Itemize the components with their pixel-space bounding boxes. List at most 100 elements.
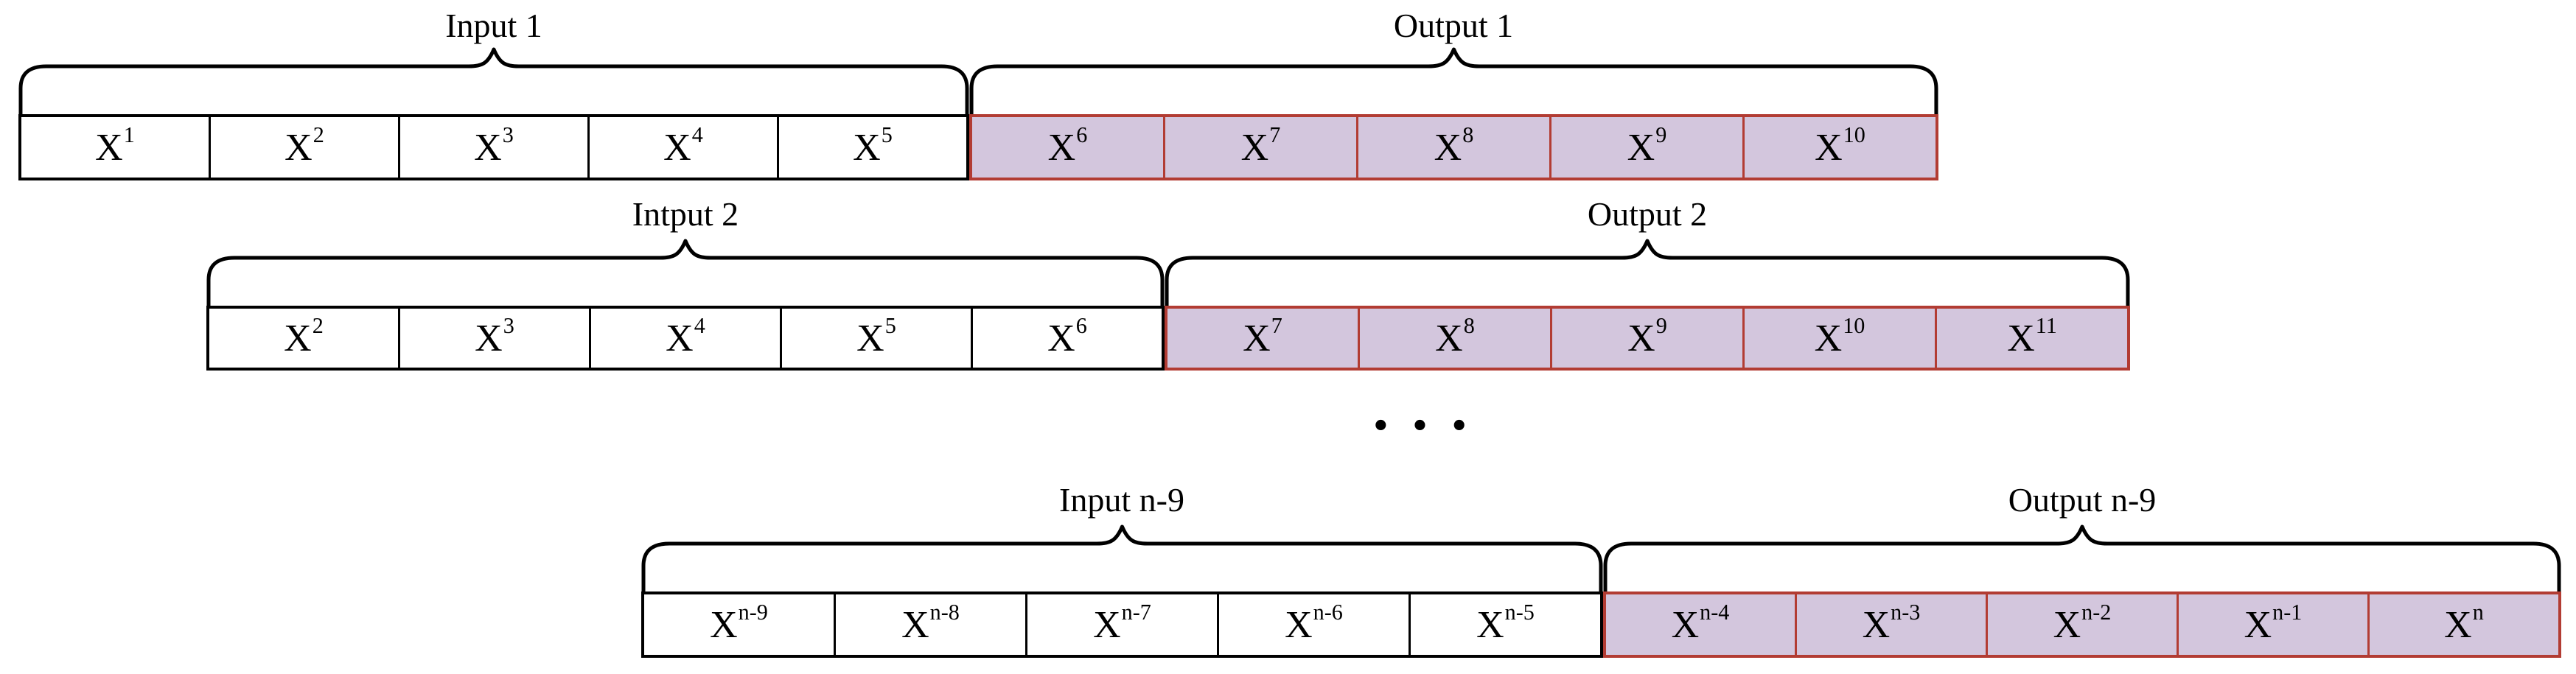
output-label: Output n-9: [2008, 481, 2157, 519]
cell-superscript: n-1: [2272, 599, 2303, 625]
cell-superscript: 3: [503, 312, 514, 338]
cell-base: X: [1627, 317, 1655, 359]
input-label: Input n-9: [1059, 481, 1184, 519]
cell-base: X: [1240, 126, 1269, 169]
cell-base: X: [663, 126, 691, 169]
output-brace: [1603, 524, 2561, 594]
cell-base: X: [95, 126, 123, 169]
cell-superscript: n-7: [1121, 599, 1151, 625]
cell-superscript: 2: [312, 312, 324, 338]
cell-base: X: [1814, 317, 1843, 359]
cell-base: X: [1862, 603, 1891, 646]
cell-superscript: 10: [1843, 122, 1865, 147]
cell-base: X: [284, 317, 312, 359]
cell-superscript: 7: [1271, 312, 1282, 338]
cell-base: X: [2244, 603, 2272, 646]
cell-base: X: [2444, 603, 2472, 646]
cell-superscript: 6: [1075, 312, 1087, 338]
cell-base: X: [1093, 603, 1121, 646]
cell-superscript: n: [2472, 599, 2484, 625]
cell-base: X: [1243, 317, 1271, 359]
cell-base: X: [1435, 317, 1463, 359]
cell-base: X: [1285, 603, 1313, 646]
cell-superscript: 5: [881, 122, 893, 147]
cell-superscript: 8: [1462, 122, 1474, 147]
cell-superscript: n-5: [1504, 599, 1535, 625]
cell-base: X: [475, 317, 503, 359]
cell-superscript: 8: [1463, 312, 1475, 338]
cell-base: X: [474, 126, 502, 169]
cell-base: X: [1434, 126, 1462, 169]
output-label: Output 2: [1587, 195, 1708, 233]
cell-base: X: [1476, 603, 1504, 646]
input-label: Input 1: [445, 7, 542, 44]
cell-base: X: [1671, 603, 1700, 646]
cell-superscript: 2: [313, 122, 324, 147]
cell-superscript: n-3: [1891, 599, 1921, 625]
input-label: Intput 2: [632, 195, 739, 233]
cell-superscript: 10: [1843, 312, 1865, 338]
cell-superscript: 4: [691, 122, 703, 147]
output-brace: [1165, 239, 2130, 308]
cell-base: X: [901, 603, 929, 646]
cell-superscript: 9: [1655, 122, 1667, 147]
cell-base: X: [1047, 317, 1075, 359]
cell-base: X: [2053, 603, 2081, 646]
cell-superscript: 6: [1076, 122, 1088, 147]
output-label: Output 1: [1393, 7, 1514, 44]
cell-superscript: n-4: [1700, 599, 1730, 625]
cell-base: X: [710, 603, 738, 646]
cell-superscript: n-8: [929, 599, 960, 625]
cell-superscript: 1: [123, 122, 135, 147]
cell-base: X: [285, 126, 313, 169]
cell-base: X: [1047, 126, 1076, 169]
cell-superscript: 3: [502, 122, 514, 147]
cell-base: X: [853, 126, 881, 169]
input-brace: [206, 239, 1165, 308]
cell-superscript: n-2: [2081, 599, 2112, 625]
cell-superscript: 4: [694, 312, 705, 338]
cell-base: X: [1815, 126, 1843, 169]
cell-superscript: n-6: [1313, 599, 1343, 625]
output-brace: [969, 47, 1938, 116]
cell-superscript: 11: [2035, 312, 2057, 338]
cell-superscript: 9: [1655, 312, 1667, 338]
cell-base: X: [1627, 126, 1655, 169]
cell-base: X: [666, 317, 694, 359]
cell-superscript: n-9: [738, 599, 768, 625]
